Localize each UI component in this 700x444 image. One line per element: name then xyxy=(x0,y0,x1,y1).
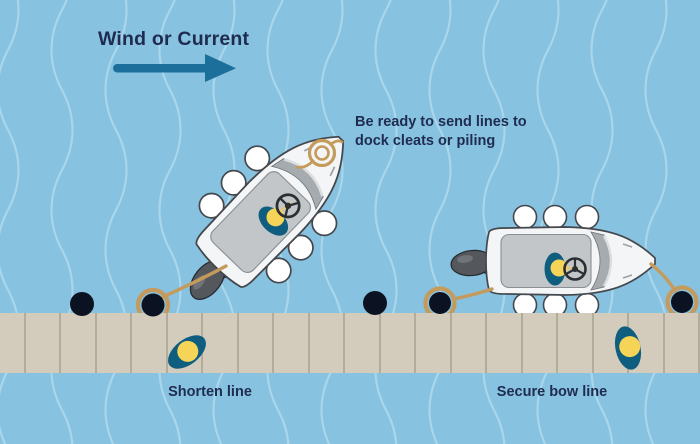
line-handler-right xyxy=(614,326,642,370)
wind-or-current-title: Wind or Current xyxy=(98,28,250,50)
dock-piling xyxy=(70,292,94,316)
dock xyxy=(0,313,700,373)
wind-direction-arrow-icon xyxy=(113,54,236,82)
boat-alongside-dock xyxy=(448,204,657,318)
dock-piling-wrapped xyxy=(141,293,165,317)
boat-approaching-dock xyxy=(146,96,385,338)
ready-lines-line2: dock cleats or piling xyxy=(355,132,496,149)
ready-lines-line1: Be ready to send lines to xyxy=(355,114,527,130)
ready-lines-annotation: Be ready to send lines to dock cleats or… xyxy=(355,113,585,150)
dock-piling xyxy=(363,291,387,315)
secure-bow-line-caption: Secure bow line xyxy=(496,384,608,400)
line-handler-left xyxy=(168,335,206,369)
shorten-line-caption: Shorten line xyxy=(168,384,252,400)
dock-piling-wrapped xyxy=(671,291,693,313)
bow-rope-coil-icon xyxy=(295,138,344,169)
dock-piling-wrapped xyxy=(429,292,451,314)
